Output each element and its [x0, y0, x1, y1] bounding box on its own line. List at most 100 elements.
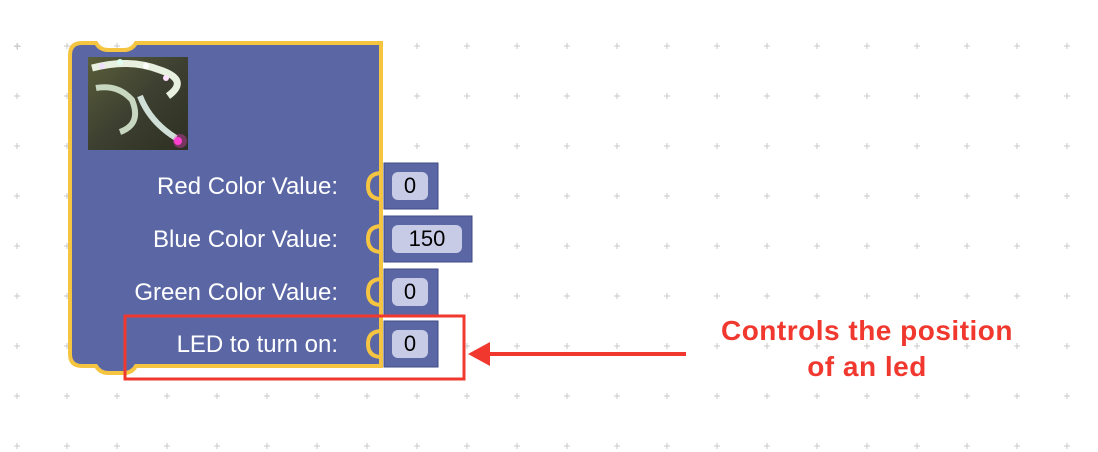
grid-dot [714, 443, 720, 449]
grid-dot [664, 443, 670, 449]
grid-dot [964, 243, 970, 249]
grid-dot [714, 193, 720, 199]
grid-dot [864, 143, 870, 149]
grid-dot [1064, 193, 1070, 199]
grid-dot [614, 393, 620, 399]
grid-dot [514, 393, 520, 399]
grid-dot [564, 343, 570, 349]
grid-dot [1014, 343, 1020, 349]
grid-dot [814, 193, 820, 199]
grid-dot [714, 293, 720, 299]
grid-dot [864, 293, 870, 299]
led-strip-image [88, 57, 188, 150]
grid-dot [164, 443, 170, 449]
grid-dot [414, 443, 420, 449]
grid-dot [764, 43, 770, 49]
grid-dot [864, 343, 870, 349]
grid-dot [464, 43, 470, 49]
grid-dot [514, 443, 520, 449]
grid-dot [614, 93, 620, 99]
grid-dot [914, 393, 920, 399]
led-index-input-socket [365, 329, 383, 359]
grid-dot [364, 443, 370, 449]
led-index-value-field[interactable]: 0 [392, 330, 428, 358]
grid-dot [514, 43, 520, 49]
grid-dot [464, 393, 470, 399]
grid-dot [564, 293, 570, 299]
red-input-socket [365, 171, 383, 201]
grid-dot [714, 43, 720, 49]
grid-dot [764, 243, 770, 249]
grid-dot [814, 243, 820, 249]
grid-dot [14, 443, 20, 449]
grid-dot [614, 143, 620, 149]
grid-dot [914, 443, 920, 449]
grid-dot [64, 393, 70, 399]
grid-dot [564, 93, 570, 99]
grid-dot [664, 343, 670, 349]
grid-dot [1064, 43, 1070, 49]
grid-dot [114, 443, 120, 449]
grid-dot [714, 143, 720, 149]
grid-dot [564, 393, 570, 399]
grid-dot [564, 193, 570, 199]
grid-dot [864, 43, 870, 49]
grid-dot [64, 443, 70, 449]
grid-dot [764, 193, 770, 199]
grid-dot [614, 243, 620, 249]
red-value-field[interactable]: 0 [392, 172, 428, 200]
grid-dot [764, 443, 770, 449]
grid-dot [464, 193, 470, 199]
grid-dot [664, 293, 670, 299]
grid-dot [814, 93, 820, 99]
red-color-label: Red Color Value: [157, 173, 338, 200]
grid-dot [864, 243, 870, 249]
grid-dot [864, 193, 870, 199]
grid-dot [914, 43, 920, 49]
grid-dot [464, 93, 470, 99]
grid-dot [14, 343, 20, 349]
grid-dot [564, 443, 570, 449]
grid-dot [1064, 93, 1070, 99]
grid-dot [964, 443, 970, 449]
grid-dot [1014, 443, 1020, 449]
grid-dot [514, 343, 520, 349]
annotation-line-1: Controls the position [720, 315, 1014, 346]
grid-dot [464, 143, 470, 149]
grid-dot [14, 43, 20, 49]
annotation-highlight-box [123, 314, 466, 381]
grid-dot [614, 443, 620, 449]
annotation-callout: Controls the position of an led [668, 313, 1066, 385]
annotation-line-2: of an led [807, 351, 927, 382]
green-color-label: Green Color Value: [134, 279, 338, 306]
grid-dot [914, 293, 920, 299]
grid-dot [414, 393, 420, 399]
grid-dot [314, 393, 320, 399]
grid-dot [14, 393, 20, 399]
grid-dot [1014, 243, 1020, 249]
grid-dot [964, 93, 970, 99]
grid-dot [1014, 193, 1020, 199]
grid-dot [864, 93, 870, 99]
grid-dot [964, 43, 970, 49]
grid-dot [814, 343, 820, 349]
grid-dot [564, 143, 570, 149]
grid-dot [214, 443, 220, 449]
grid-dot [14, 293, 20, 299]
grid-dot [164, 393, 170, 399]
grid-dot [1064, 343, 1070, 349]
grid-dot [564, 243, 570, 249]
grid-dot [664, 43, 670, 49]
grid-dot [914, 143, 920, 149]
grid-dot [14, 193, 20, 199]
green-value-field[interactable]: 0 [392, 278, 428, 306]
grid-dot [1014, 43, 1020, 49]
grid-dot [714, 243, 720, 249]
blue-value-field[interactable]: 150 [392, 225, 462, 253]
grid-dot [314, 443, 320, 449]
grid-dot [814, 143, 820, 149]
grid-dot [214, 393, 220, 399]
grid-dot [614, 293, 620, 299]
